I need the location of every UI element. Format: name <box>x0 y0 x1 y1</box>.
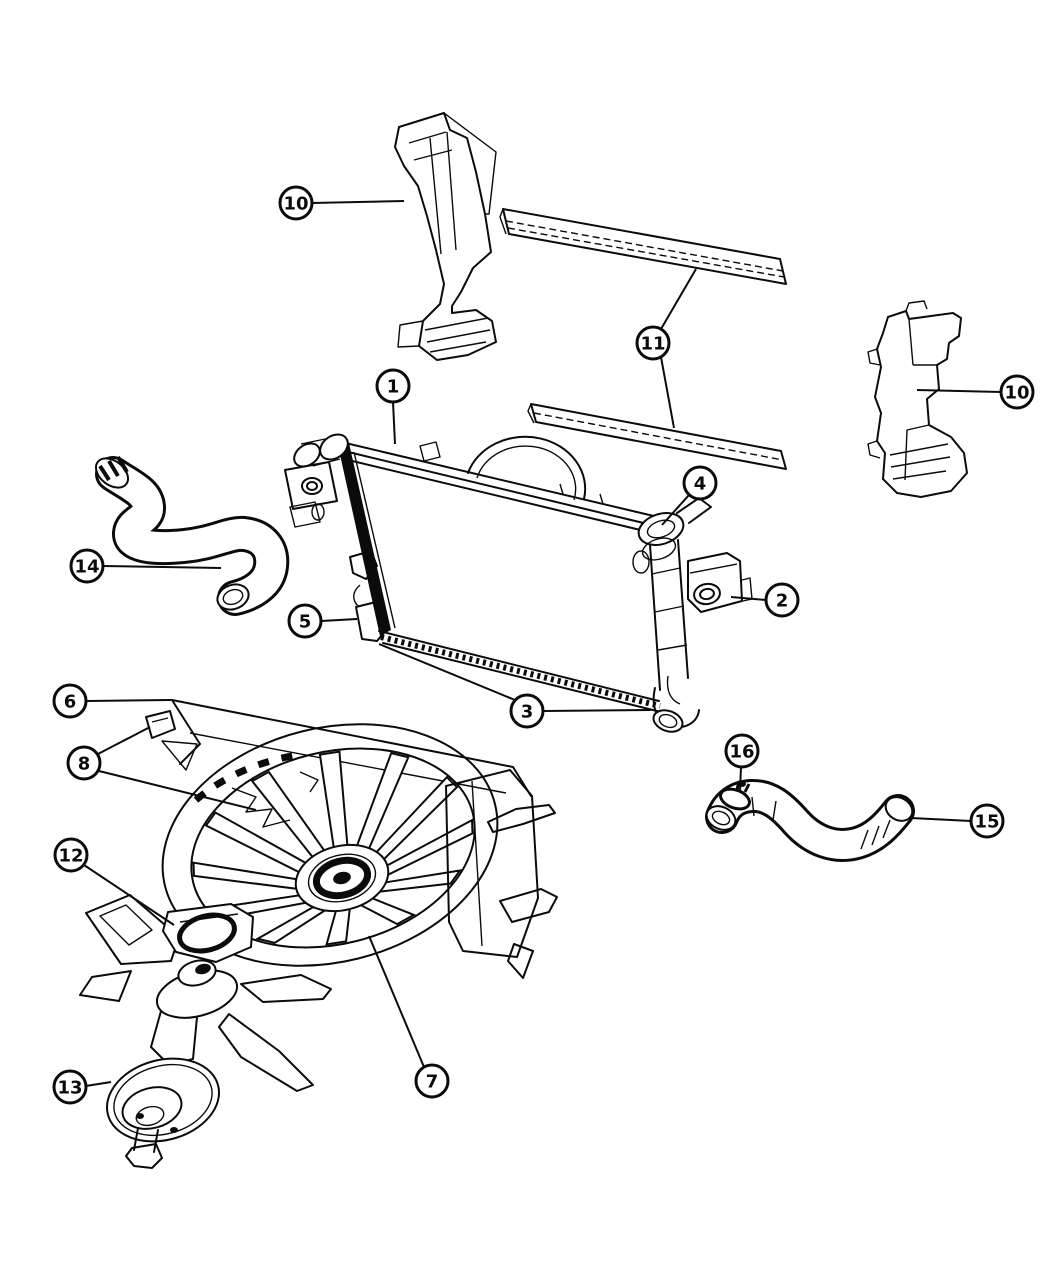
fan-blade-spokes <box>192 750 474 946</box>
callout-number: 5 <box>299 611 312 632</box>
callout-number: 13 <box>57 1077 82 1098</box>
leader-line <box>320 618 358 622</box>
callout-number: 1 <box>387 376 400 397</box>
part-air-baffle-right <box>867 300 968 498</box>
fan-blade-spoke <box>318 750 349 851</box>
callout-12[interactable]: 12 <box>53 837 175 926</box>
callout-number: 2 <box>776 590 789 611</box>
callout-balloon[interactable] <box>375 368 411 404</box>
callout-1[interactable]: 1 <box>375 368 411 445</box>
fan-blade-spoke <box>325 905 352 946</box>
callout-balloon[interactable] <box>287 603 323 639</box>
leader-line <box>910 817 972 822</box>
callout-balloon[interactable] <box>969 803 1005 839</box>
callout-number: 6 <box>64 691 77 712</box>
callout-balloon[interactable] <box>66 745 102 781</box>
leader-line <box>378 643 516 701</box>
callout-balloon[interactable] <box>999 374 1035 410</box>
callout-number: 7 <box>426 1071 439 1092</box>
leader-line <box>730 596 767 601</box>
leader-line <box>85 699 172 702</box>
callout-balloon[interactable] <box>278 185 314 221</box>
leader-line <box>311 200 405 204</box>
callout-15[interactable]: 15 <box>910 803 1005 839</box>
part-fan-blade <box>79 894 332 1092</box>
leader-line <box>97 726 151 755</box>
callout-balloon[interactable] <box>764 582 800 618</box>
leader-line <box>392 401 396 445</box>
callout-balloon[interactable] <box>509 693 545 729</box>
part-lower-hose <box>705 779 915 862</box>
part-radiator <box>284 433 712 733</box>
callout-number: 4 <box>694 473 707 494</box>
callout-number: 16 <box>729 741 754 762</box>
callout-6[interactable]: 6 <box>52 683 172 719</box>
fan-blade-spoke <box>192 861 301 891</box>
callout-10[interactable]: 10 <box>916 374 1035 410</box>
leader-line <box>739 766 742 792</box>
leader-line <box>368 935 425 1068</box>
fan-blade-spoke <box>255 904 331 944</box>
callout-number: 15 <box>974 811 999 832</box>
part-fan-shroud <box>145 699 558 979</box>
callout-2[interactable]: 2 <box>730 582 800 618</box>
leader-line <box>102 565 222 569</box>
callout-number: 11 <box>640 333 665 354</box>
callout-balloon[interactable] <box>52 683 88 719</box>
part-mount-bracket <box>687 552 753 613</box>
leader-line <box>661 494 690 526</box>
part-seal-strip-top <box>499 208 787 285</box>
callout-balloon[interactable] <box>52 1069 88 1105</box>
callout-14[interactable]: 14 <box>69 548 222 584</box>
callout-number: 14 <box>74 556 99 577</box>
leader-line <box>83 864 175 926</box>
part-upper-hose <box>95 455 290 616</box>
leader-line <box>98 770 257 811</box>
callout-balloon[interactable] <box>682 465 718 501</box>
leader-line <box>85 1081 112 1087</box>
callout-number: 10 <box>283 193 308 214</box>
callout-balloon[interactable] <box>635 325 671 361</box>
callout-11[interactable]: 11 <box>635 268 697 429</box>
callout-number: 10 <box>1004 382 1029 403</box>
part-seal-strip-bottom <box>527 403 787 470</box>
callout-balloon[interactable] <box>69 548 105 584</box>
callout-balloon[interactable] <box>414 1063 450 1099</box>
callout-16[interactable]: 16 <box>724 733 760 792</box>
callout-10[interactable]: 10 <box>278 185 405 221</box>
callout-balloon[interactable] <box>53 837 89 873</box>
callout-7[interactable]: 7 <box>368 935 450 1099</box>
part-fan-pulley <box>105 1057 221 1169</box>
callout-8[interactable]: 8 <box>66 726 257 811</box>
callout-number: 12 <box>58 845 83 866</box>
leader-line <box>660 356 675 429</box>
callout-3[interactable]: 3 <box>378 643 652 729</box>
leader-line <box>542 709 652 712</box>
callout-balloon[interactable] <box>724 733 760 769</box>
callout-number: 8 <box>78 753 91 774</box>
callout-13[interactable]: 13 <box>52 1069 112 1105</box>
part-air-baffle-left <box>394 112 497 361</box>
callout-4[interactable]: 4 <box>661 465 718 526</box>
leader-line <box>660 268 697 330</box>
callout-5[interactable]: 5 <box>287 603 358 639</box>
callout-number: 3 <box>521 701 534 722</box>
leader-line <box>916 389 1002 393</box>
